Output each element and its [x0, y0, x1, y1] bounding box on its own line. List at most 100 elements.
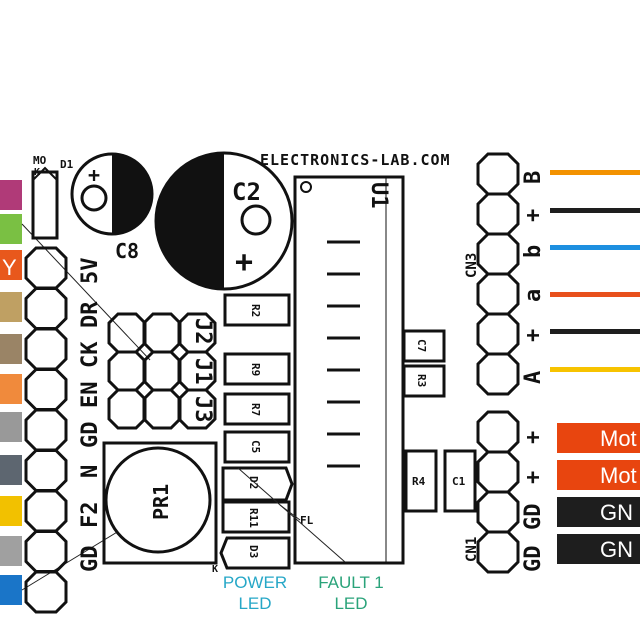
label-r11: R11	[247, 508, 260, 528]
left-header-pad	[24, 570, 68, 614]
cn3-pad	[476, 352, 520, 396]
cn3-label-a-upper: A	[521, 371, 546, 384]
left-wire-tab-text: Y	[2, 255, 17, 280]
label-r7: R7	[249, 403, 262, 416]
header-label-en: EN	[78, 382, 103, 409]
left-wire-tab	[0, 180, 22, 210]
left-pin-header	[24, 246, 68, 614]
capacitor-c8: + C8	[70, 152, 154, 263]
motor-wire	[550, 208, 640, 213]
label-k-small: K	[212, 564, 218, 575]
parts-right: C7 R3 R4 C1	[402, 329, 477, 513]
power-label-box	[557, 534, 640, 564]
cn3-connector	[476, 152, 520, 396]
cn3-pad	[476, 152, 520, 196]
cn1-pad	[476, 410, 520, 454]
part-r3	[402, 364, 446, 398]
header-label-gd2: GD	[78, 546, 103, 573]
left-wire-tab	[0, 455, 22, 485]
left-header-pad	[24, 489, 68, 533]
power-labels: Mot Mot GN GN	[557, 423, 640, 564]
label-c8: C8	[115, 239, 139, 263]
label-u1: U1	[366, 182, 391, 209]
power-label-text: Mot	[600, 426, 637, 451]
motor-wire	[550, 367, 640, 372]
label-fl: FL	[300, 514, 314, 527]
left-header-pad	[24, 530, 68, 573]
motor-wire	[550, 292, 640, 297]
header-label-n: N	[78, 465, 103, 478]
label-j2: J2	[190, 318, 215, 345]
cn3-pad	[476, 312, 520, 356]
motor-wire	[550, 170, 640, 175]
header-label-5v: 5V	[78, 258, 103, 285]
cn3-label-plus1: +	[521, 209, 546, 222]
left-wire-tab	[0, 496, 22, 526]
label-r9: R9	[249, 363, 262, 376]
left-wire-tab	[0, 536, 22, 566]
cn3-label-a-lower: a	[521, 289, 546, 302]
left-wire-tab	[0, 250, 22, 280]
header-label-f2: F2	[78, 502, 103, 529]
header-label-gd: GD	[78, 422, 103, 449]
left-header-pad	[24, 287, 68, 330]
part-c5	[223, 430, 291, 464]
header-label-dr: DR	[78, 301, 103, 328]
label-j1: J1	[190, 358, 215, 385]
left-header-labels: 5V DR CK EN GD N F2 GD	[78, 258, 103, 573]
header-label-ck: CK	[78, 341, 103, 368]
cn1-pad	[476, 490, 520, 534]
label-cn3: CN3	[464, 253, 480, 278]
cn1-label-plus2: +	[521, 471, 546, 484]
jumper-pad	[142, 350, 182, 392]
left-wire-tab	[0, 575, 22, 605]
power-label-text: Mot	[600, 463, 637, 488]
left-header-pad	[24, 246, 68, 290]
label-c2: C2	[232, 178, 261, 206]
part-r4	[404, 449, 438, 513]
jumper-pad	[142, 388, 182, 430]
diode-d1: MO D1	[31, 154, 74, 240]
label-mo: MO	[33, 154, 47, 167]
part-c7	[402, 329, 446, 363]
part-r9	[223, 352, 291, 386]
motor-wires	[550, 170, 640, 372]
power-label-text: GN	[600, 537, 633, 562]
cn1-label-plus1: +	[521, 431, 546, 444]
label-r2: R2	[249, 304, 262, 317]
part-c1	[443, 449, 477, 513]
fault-leader-line	[237, 467, 346, 563]
jumper-pad	[142, 312, 182, 354]
ic-pin-lines	[327, 240, 360, 468]
label-c1: C1	[452, 475, 466, 488]
cn3-labels: B + b a + A	[521, 171, 546, 384]
cn3-label-b-lower: b	[521, 245, 546, 258]
power-led-caption-line2: LED	[238, 594, 271, 613]
cn3-label-plus2: +	[521, 329, 546, 342]
label-r4: R4	[412, 475, 426, 488]
potentiometer-pr1: PR1	[102, 441, 218, 565]
cn1-connector	[476, 410, 520, 574]
ic-u1: U1	[293, 175, 405, 565]
led-captions: POWER LED FAULT 1 LED	[223, 573, 384, 613]
label-d3: D3	[247, 545, 260, 558]
power-label-box	[557, 497, 640, 527]
label-r3: R3	[415, 374, 428, 387]
jumper-pad	[107, 312, 147, 354]
brand-text: ELECTRONICS-LAB.COM	[260, 151, 451, 169]
power-label-box	[557, 460, 640, 490]
cn1-pad	[476, 450, 520, 494]
cn1-label-gd1: GD	[521, 504, 546, 531]
cn3-pad	[476, 232, 520, 276]
left-wire-tab	[0, 334, 22, 364]
c2-plus-sign: +	[235, 245, 253, 280]
power-label-box	[557, 423, 640, 453]
left-wire-tab	[0, 292, 22, 322]
jumper-block	[107, 312, 217, 430]
left-wire-tabs: Y	[0, 180, 22, 605]
fl-leader-line	[279, 504, 301, 521]
part-r7	[223, 392, 291, 426]
cn1-pad	[476, 530, 520, 574]
motor-wire	[550, 245, 640, 250]
